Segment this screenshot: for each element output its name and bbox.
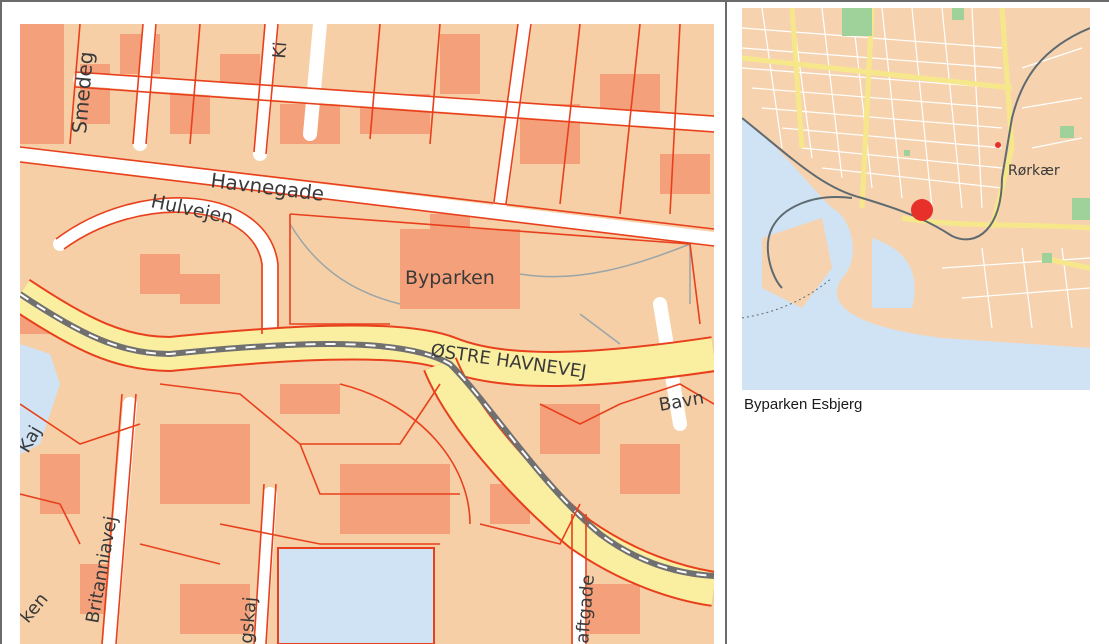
major-road-south xyxy=(425,357,714,605)
station-marker xyxy=(995,142,1001,148)
inset-water xyxy=(742,118,1090,390)
park-paths xyxy=(289,223,691,345)
location-marker[interactable] xyxy=(911,199,933,221)
main-map-svg[interactable]: Smedeg Ki Havnegade Hulvejen Byparken ØS… xyxy=(20,24,714,644)
label-rorkaer: Rørkær xyxy=(1008,163,1060,179)
label-gskaj: gskaj xyxy=(236,596,261,644)
water-basin xyxy=(277,547,435,644)
inset-map-svg[interactable]: Rørkær xyxy=(742,8,1090,390)
label-byparken: Byparken xyxy=(405,267,495,289)
divider-line xyxy=(725,0,727,644)
inset-railways xyxy=(742,27,1090,289)
main-map[interactable]: Smedeg Ki Havnegade Hulvejen Byparken ØS… xyxy=(20,24,714,644)
inset-ferry-route xyxy=(742,277,833,319)
water-harbor-west xyxy=(20,344,60,454)
parcel-lines xyxy=(20,24,714,644)
railway-dashes xyxy=(20,293,714,577)
left-border xyxy=(0,0,2,644)
inset-map[interactable]: Rørkær xyxy=(742,8,1090,390)
label-kirkegade: Ki xyxy=(269,41,291,60)
map-caption: Byparken Esbjerg xyxy=(744,396,863,413)
inset-parks xyxy=(842,8,1090,263)
inset-water-basin xyxy=(872,238,915,308)
